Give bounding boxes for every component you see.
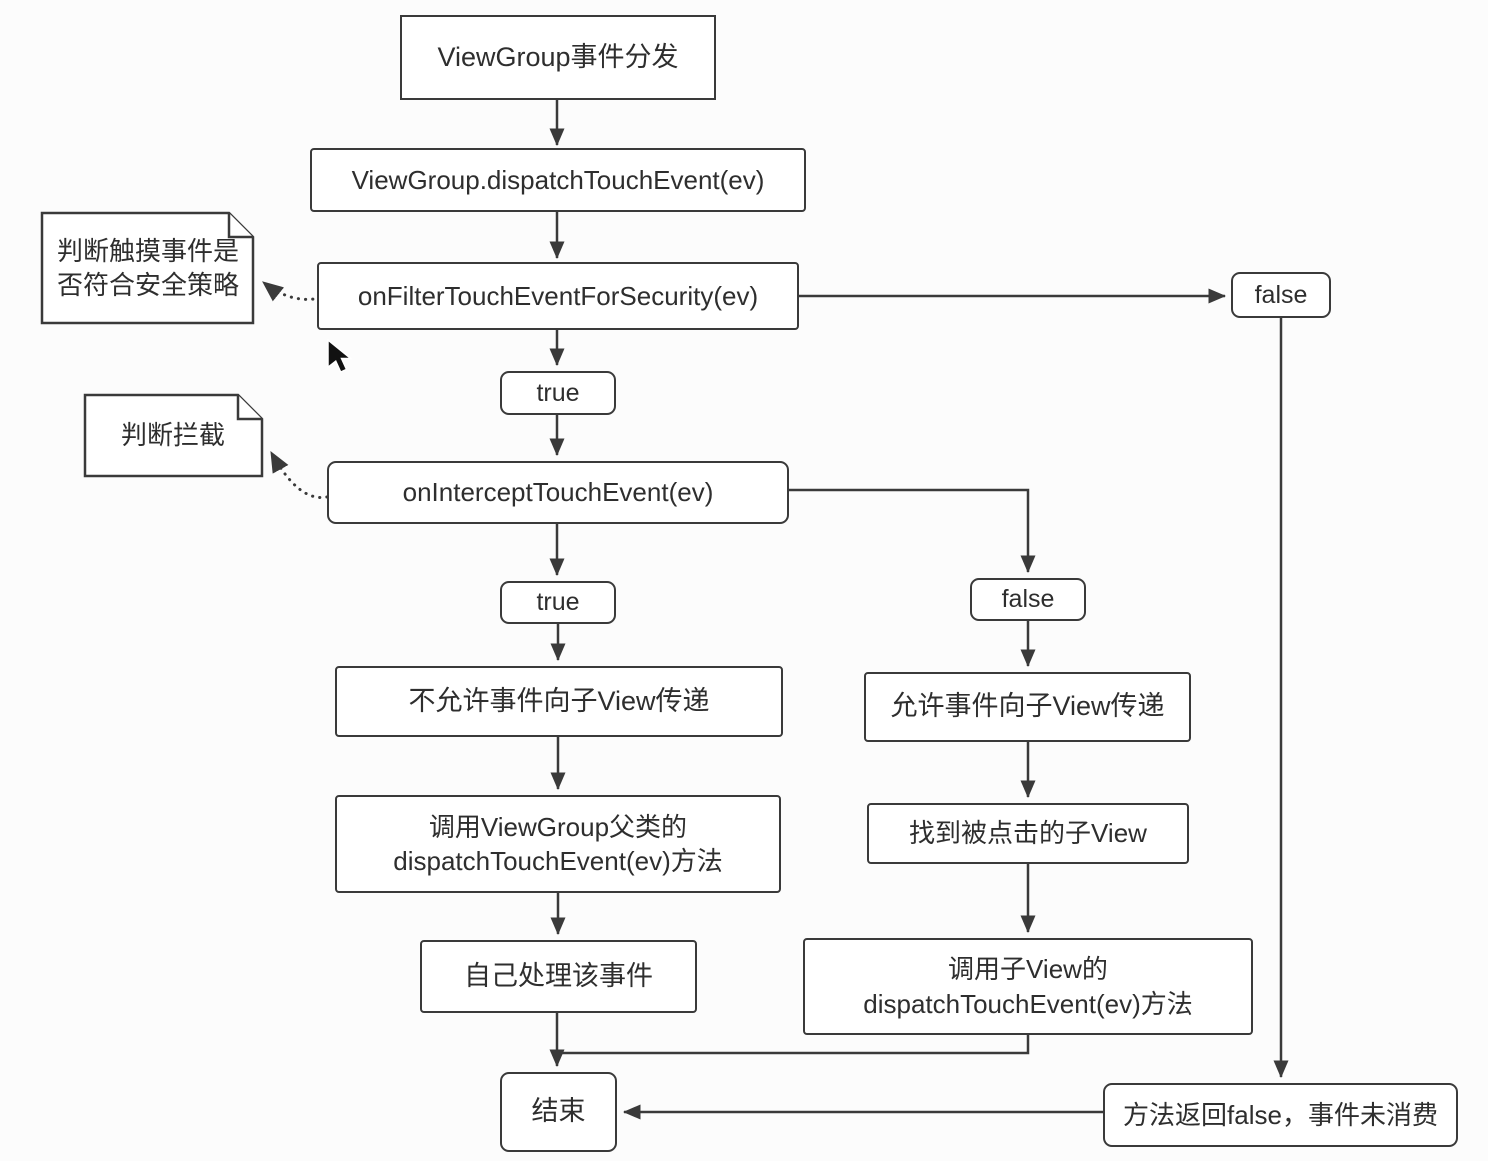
- node-handle-self: 自己处理该事件: [420, 940, 697, 1013]
- node-block-pass-label: 不允许事件向子View传递: [408, 685, 710, 716]
- node-end: 结束: [500, 1072, 617, 1152]
- dotted-arrow-filter-to-security-note: [261, 280, 322, 302]
- security-note-label: 判断触摸事件是 否符合安全策略: [56, 235, 239, 300]
- line-call-child-merge: [559, 1035, 1030, 1055]
- node-filter-false: false: [1231, 272, 1331, 318]
- node-filter-label: onFilterTouchEventForSecurity(ev): [357, 280, 759, 311]
- node-find-child: 找到被点击的子View: [867, 803, 1189, 864]
- node-call-super-dispatch: 调用ViewGroup父类的 dispatchTouchEvent(ev)方法: [335, 795, 781, 893]
- node-intercept-touch-event: onInterceptTouchEvent(ev): [327, 461, 789, 524]
- security-note-fold: [227, 213, 253, 239]
- node-block-pass: 不允许事件向子View传递: [335, 666, 783, 737]
- node-handle-self-label: 自己处理该事件: [464, 960, 653, 991]
- mouse-cursor: [327, 338, 353, 373]
- node-call-child-dispatch: 调用子View的 dispatchTouchEvent(ev)方法: [803, 938, 1253, 1035]
- node-start: ViewGroup事件分发: [400, 15, 716, 100]
- intercept-note: 判断拦截: [93, 404, 253, 466]
- node-filter-touch-event: onFilterTouchEventForSecurity(ev): [317, 262, 799, 330]
- arrow-intercept-to-false: [789, 488, 1036, 574]
- node-call-super-label: 调用ViewGroup父类的 dispatchTouchEvent(ev)方法: [393, 811, 723, 876]
- node-return-false-label: 方法返回false，事件未消费: [1123, 1099, 1438, 1130]
- node-return-false: 方法返回false，事件未消费: [1103, 1083, 1458, 1147]
- intercept-note-fold: [236, 395, 262, 421]
- node-start-label: ViewGroup事件分发: [437, 41, 679, 72]
- security-note: 判断触摸事件是 否符合安全策略: [50, 222, 246, 314]
- node-intercept-true: true: [500, 581, 616, 624]
- node-intercept-false-label: false: [1001, 585, 1055, 613]
- node-filter-false-label: false: [1254, 280, 1308, 309]
- node-allow-pass-label: 允许事件向子View传递: [890, 691, 1165, 722]
- intercept-note-label: 判断拦截: [120, 419, 225, 450]
- node-intercept-true-label: true: [536, 588, 580, 616]
- node-end-label: 结束: [531, 1096, 586, 1127]
- node-filter-true-label: true: [536, 378, 580, 407]
- node-dispatch-touch-event: ViewGroup.dispatchTouchEvent(ev): [310, 148, 806, 212]
- node-allow-pass: 允许事件向子View传递: [864, 672, 1191, 742]
- node-find-child-label: 找到被点击的子View: [909, 818, 1147, 849]
- node-intercept-label: onInterceptTouchEvent(ev): [402, 477, 714, 508]
- intercept-note-shape: [83, 393, 264, 478]
- node-intercept-false: false: [970, 578, 1086, 621]
- dotted-arrow-intercept-to-intercept-note: [269, 450, 329, 499]
- node-call-child-label: 调用子View的 dispatchTouchEvent(ev)方法: [863, 954, 1193, 1019]
- node-dispatch-label: ViewGroup.dispatchTouchEvent(ev): [351, 164, 765, 195]
- security-note-shape: [40, 211, 255, 325]
- node-filter-true: true: [500, 371, 616, 415]
